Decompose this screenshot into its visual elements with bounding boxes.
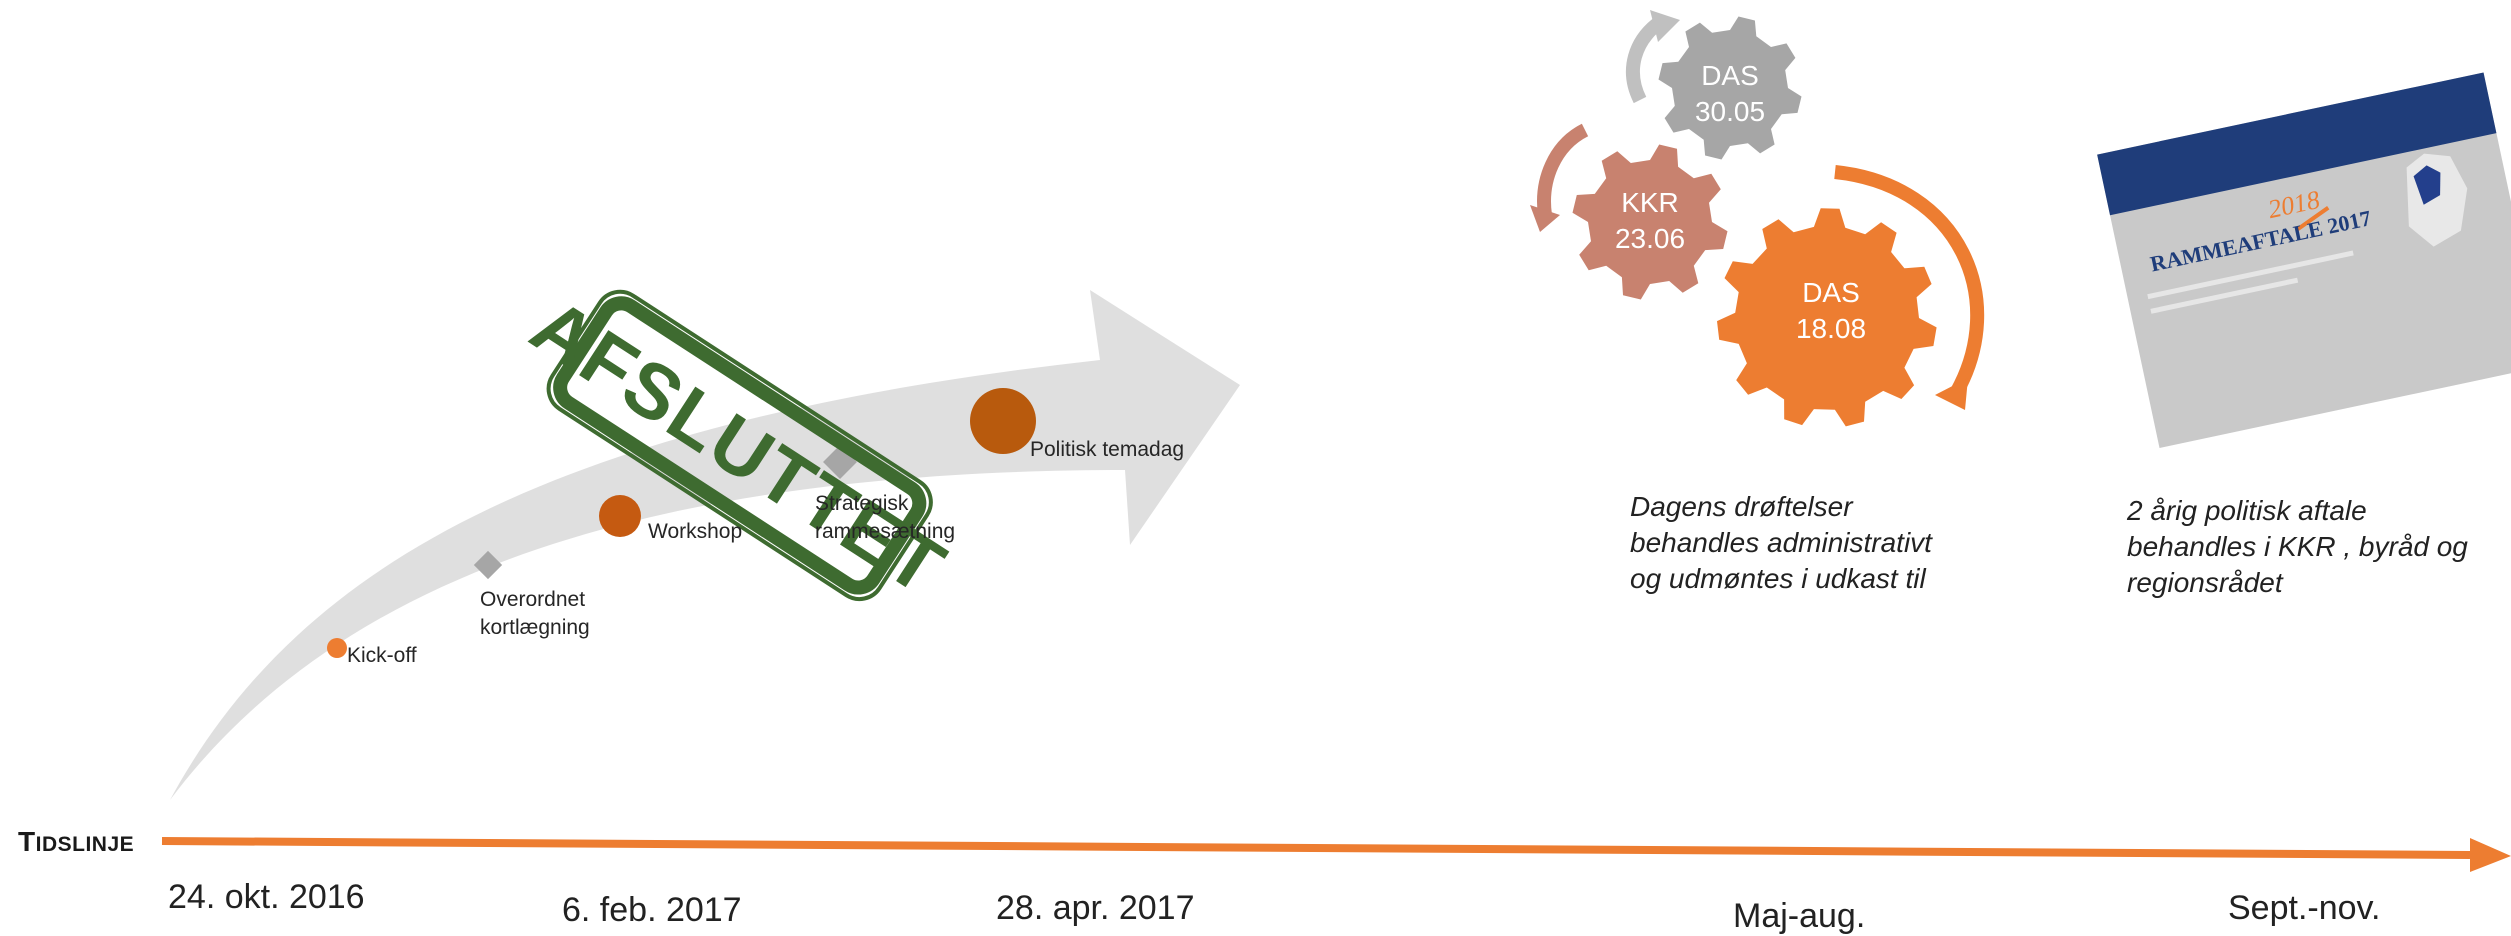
cycle-arrowhead-salmon [1530,205,1560,232]
milestone-kortlaegning-label: Overordnet kortlægning [480,588,590,640]
timeline-line [161,837,2471,859]
milestone-workshop-label: Workshop [648,520,743,543]
gear-body [1658,16,1802,160]
document-header-bar [2097,72,2497,216]
cycle-arrow-grey [1625,16,1665,104]
date-4: Maj-aug. [1733,897,1866,935]
milestone-kortlaegning-marker [473,550,503,580]
milestone-temadag-marker [970,388,1036,454]
milestone-kickoff-marker [327,638,347,658]
gear-body [1572,144,1728,300]
date-3: 28. apr. 2017 [996,889,1195,927]
gear-body [1717,208,1937,427]
timeline-label: TIDSLINJE [18,826,135,857]
date-2: 6. feb. 2017 [562,891,742,929]
rammeaftale-document [2097,72,2511,449]
gear-kkr-2306-icon [1572,144,1728,300]
date-1: 24. okt. 2016 [168,878,365,916]
document-note: 2 årig politisk aftale behandles i KKR ,… [2127,495,2468,598]
cycle-arrow-orange [1834,165,1985,399]
date-5: Sept.-nov. [2228,889,2381,927]
milestone-workshop-marker [599,495,641,537]
gears-note: Dagens drøftelser behandles administrati… [1630,491,1932,594]
gear-das-1808-icon [1717,208,1937,427]
milestone-kickoff-label: Kick-off [347,644,417,667]
cycle-arrowhead-grey [1650,10,1680,42]
milestone-temadag-label: Politisk temadag [1030,438,1185,461]
timeline-arrowhead [2470,838,2511,872]
gear-das-3005-icon [1658,16,1802,160]
cycle-arrowhead-orange [1935,378,1968,410]
cycle-arrow-salmon [1537,123,1589,216]
milestone-strategisk-label: Strategisk rammesætning [815,492,956,544]
